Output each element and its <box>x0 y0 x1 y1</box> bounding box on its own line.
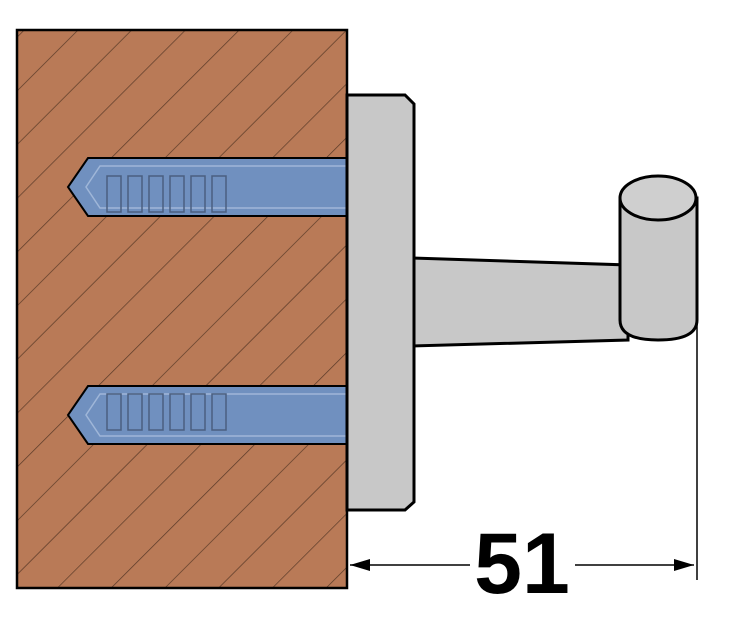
wall-anchor-top <box>66 157 348 217</box>
wall-anchor-bottom <box>66 385 348 445</box>
dimension-51: 51 <box>350 320 698 612</box>
wall-section <box>15 28 349 590</box>
dimension-label: 51 <box>474 516 570 612</box>
hook-post <box>618 174 699 342</box>
mounting-plate <box>345 93 416 512</box>
hook-arm <box>410 256 630 348</box>
